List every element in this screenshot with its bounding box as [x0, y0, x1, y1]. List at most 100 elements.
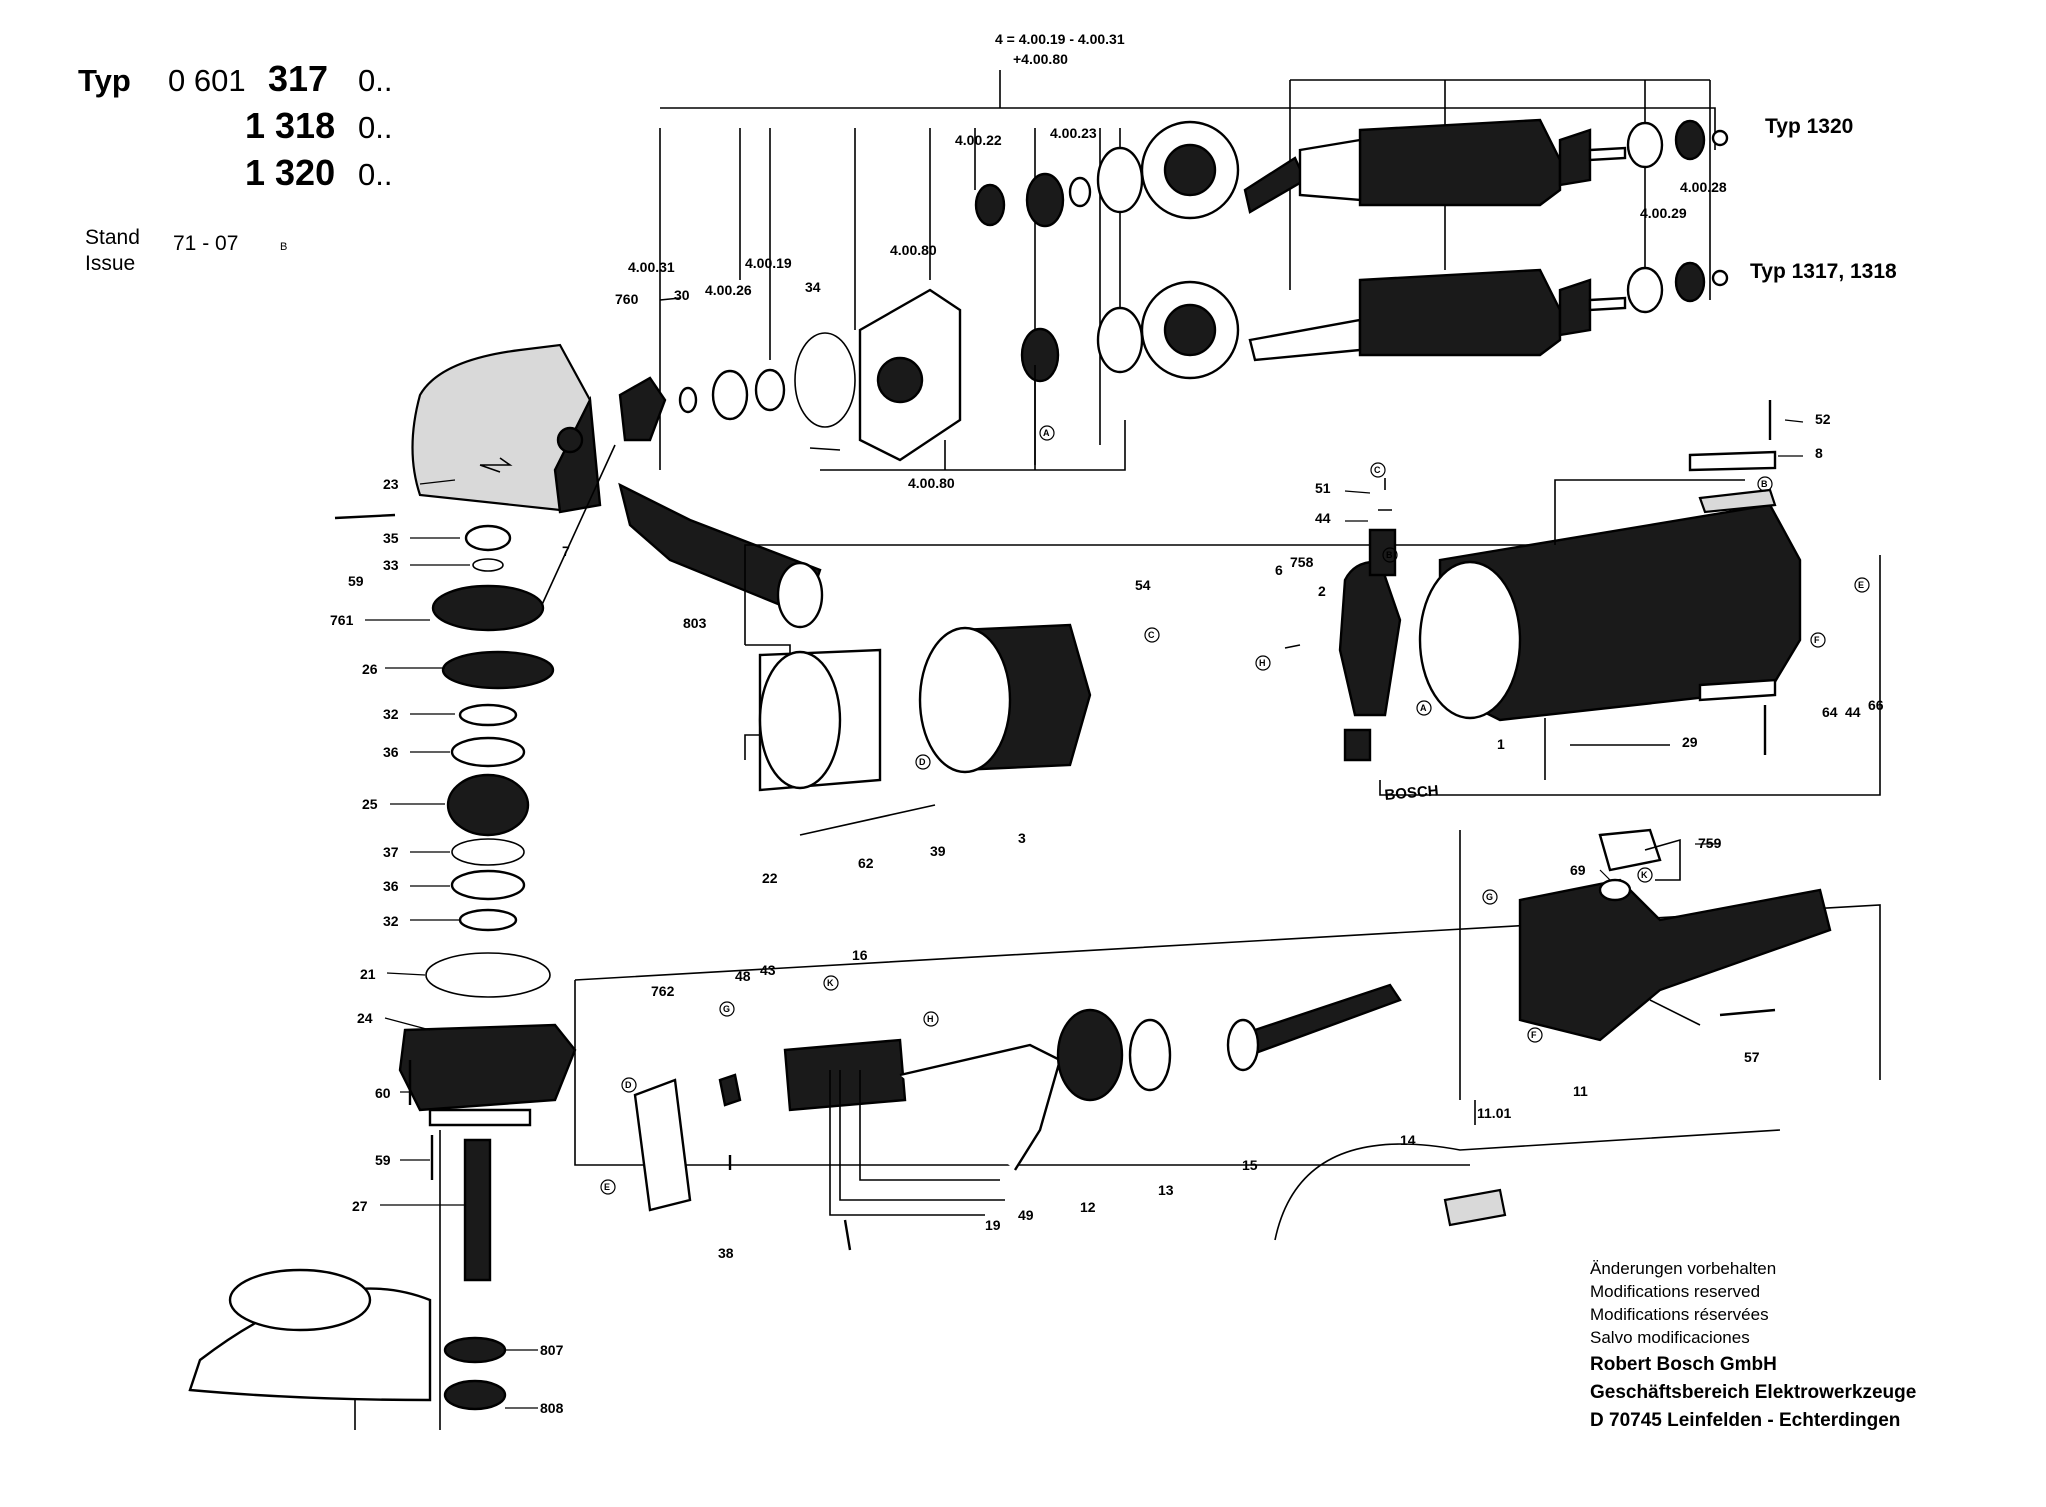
model-header: Typ 0 601 317 0.. 1 318 0.. 1 320 0.. St… — [78, 58, 392, 275]
modifications-note-en: Modifications reserved — [1590, 1282, 1760, 1301]
callout-h-switch: H — [927, 1014, 934, 1024]
part-label: 15 — [1242, 1157, 1258, 1173]
part-label: 52 — [1815, 411, 1831, 427]
group-label-line1: 4 = 4.00.19 - 4.00.31 — [995, 31, 1125, 47]
part-label: 62 — [858, 855, 874, 871]
plate-8 — [1688, 450, 1777, 472]
callout-d-coil: D — [919, 757, 926, 767]
ring-32a — [458, 703, 518, 727]
flange-24-base — [428, 1108, 532, 1127]
part-label: 25 — [362, 796, 378, 812]
part-label: 30 — [674, 287, 690, 303]
commutator-1317 — [1558, 278, 1592, 337]
washer-30 — [678, 386, 698, 414]
group-label-line2: +4.00.80 — [1013, 51, 1068, 67]
handle-leaders — [1644, 838, 1701, 1026]
callout-k-switch: K — [827, 978, 834, 988]
ring-69 — [1598, 878, 1632, 902]
part-label: 8 — [1815, 445, 1823, 461]
brand-label: BOSCH — [1384, 782, 1439, 804]
bracket-11-01 — [1459, 830, 1476, 1125]
screw-4-00-31 — [659, 297, 681, 301]
housing-bracket — [1379, 479, 1881, 796]
housing-plate-lower — [1698, 678, 1777, 702]
bearing-25 — [446, 773, 530, 837]
part-label: 36 — [383, 878, 399, 894]
needle-bearing — [974, 183, 1006, 227]
footer-notes: Änderungen vorbehalten Modifications res… — [1590, 1259, 1916, 1431]
bearing-1317 — [1674, 261, 1706, 303]
part-label: 27 — [352, 1198, 368, 1214]
variant-labels: Typ 1320 Typ 1317, 1318 — [1750, 115, 1897, 283]
part-label: 760 — [615, 291, 639, 307]
switch-row-bracket — [574, 904, 1881, 1166]
ring-1317 — [1711, 269, 1729, 287]
model-1-number: 317 — [268, 58, 328, 99]
part-label: 14 — [1400, 1132, 1416, 1148]
company-address: D 70745 Leinfelden - Echterdingen — [1590, 1410, 1900, 1431]
bearing-plate-26 — [441, 650, 555, 690]
part-label: 69 — [1570, 862, 1586, 878]
switch-row — [574, 828, 1881, 1251]
part-label: 37 — [383, 844, 399, 860]
part-label: 16 — [852, 947, 868, 963]
callout-e-cover: E — [604, 1182, 610, 1192]
part-label: 59 — [375, 1152, 391, 1168]
callout-b-brush: B — [1386, 550, 1393, 560]
callout-c-top: C — [1374, 465, 1381, 475]
commutator-1320 — [1558, 128, 1592, 187]
part-label: 36 — [383, 744, 399, 760]
part-label: 26 — [362, 661, 378, 677]
rotation-arrow — [479, 457, 513, 473]
armature-shaft-1320 — [1243, 156, 1307, 214]
fan-hub-1317 — [1163, 303, 1217, 357]
part-label: 6 — [1275, 562, 1283, 578]
flange-24 — [398, 1023, 577, 1112]
ring-32b — [458, 908, 518, 932]
armature-collar-1320 — [1298, 138, 1362, 202]
part-label: 54 — [1135, 577, 1151, 593]
part-label: 57 — [1744, 1049, 1760, 1065]
switch-wires — [829, 1070, 1005, 1216]
callout-a-top: A — [1043, 428, 1050, 438]
part-label: 12 — [1080, 1199, 1096, 1215]
screw-57 — [1719, 1008, 1776, 1017]
part-label: 1 — [1497, 736, 1505, 752]
typ-prefix: 0 601 — [168, 63, 246, 98]
part-label: 4.00.31 — [628, 259, 675, 275]
bearing-plate-bottom — [1096, 306, 1144, 374]
part-label: 23 — [383, 476, 399, 492]
modifications-note-fr: Modifications réservées — [1590, 1305, 1769, 1324]
variant-label-1320: Typ 1320 — [1765, 115, 1853, 138]
model-3-suffix: 0.. — [358, 157, 392, 192]
ring-4-00-19 — [754, 368, 786, 412]
disc-4-00-26 — [711, 369, 749, 421]
brush-758 — [1368, 528, 1397, 577]
stand-value: 71 - 07 — [173, 232, 238, 255]
part-label: 48 — [735, 968, 751, 984]
part-label: 39 — [930, 843, 946, 859]
callout-d-cover: D — [625, 1080, 632, 1090]
capacitor-12 — [1056, 1008, 1124, 1102]
part-label: 32 — [383, 706, 399, 722]
part-label: 34 — [805, 279, 821, 295]
part-label: 803 — [683, 615, 707, 631]
part-label: 11 — [1573, 1083, 1588, 1099]
part-label: 49 — [1018, 1207, 1034, 1223]
motor-housing-opening — [1418, 560, 1522, 720]
model-1-suffix: 0.. — [358, 63, 392, 98]
part-label: 44 — [1845, 704, 1861, 720]
part-label: 38 — [718, 1245, 734, 1261]
part-label: 24 — [357, 1010, 373, 1026]
armature-1320 — [1140, 118, 1729, 220]
part-label: 4.00.26 — [705, 282, 752, 298]
model-3-number: 1 320 — [245, 152, 335, 193]
gear-flange-hub — [876, 356, 924, 404]
field-coil-3-end — [918, 626, 1012, 774]
variant-label-1317-1318: Typ 1317, 1318 — [1750, 260, 1897, 283]
motor-housing-row: BOSCH — [744, 400, 1881, 836]
part-label: 21 — [360, 966, 376, 982]
wheel-guard-clamp — [228, 1268, 372, 1332]
callout-b-plate: B — [1761, 479, 1768, 489]
housing-nameplate — [1698, 488, 1777, 514]
